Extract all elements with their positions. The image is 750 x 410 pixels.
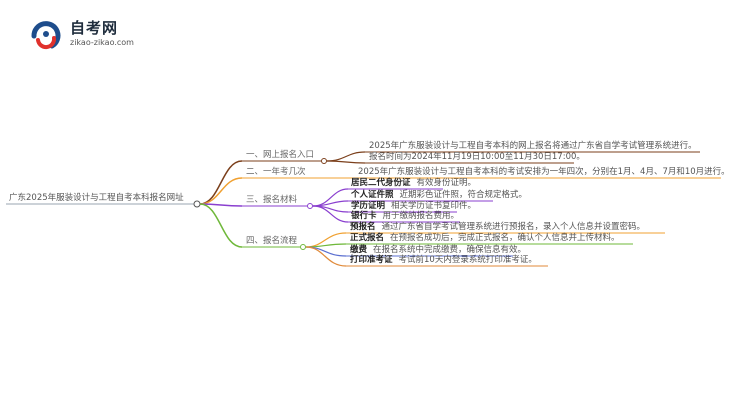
logo-name: 自考网 [70, 19, 119, 37]
branch-materials: 三、报名材料 [246, 195, 298, 205]
logo-mark-icon [31, 21, 61, 50]
leaf-material-photo: 个人证件照近期彩色证件照，符合规定格式。 [351, 190, 528, 200]
branch-online-entry: 一、网上报名入口 [246, 150, 315, 160]
leaf-material-bankcard: 银行卡用于缴纳报名费用。 [351, 211, 460, 221]
leaf-material-id: 居民二代身份证有效身份证明。 [351, 178, 477, 188]
root-node: 广东2025年服装设计与工程自考本科报名网址 [9, 193, 184, 203]
branch-exam-frequency: 二、一年考几次 [246, 167, 306, 177]
site-logo: 自考网 zikao-zikao.com [28, 14, 148, 54]
leaf-step-prereg: 预报名通过广东省自学考试管理系统进行预报名，录入个人信息并设置密码。 [350, 222, 646, 232]
logo-url: zikao-zikao.com [70, 38, 134, 47]
leaf-exam-schedule: 2025年广东服装设计与工程自考本科的考试安排为一年四次，分别在1月、4月、7月… [358, 167, 730, 177]
leaf-entry-time: 报名时间为2024年11月19日10:00至11月30日17:00。 [369, 152, 585, 162]
leaf-step-payment: 缴费在报名系统中完成缴费，确保信息有效。 [350, 245, 527, 255]
leaf-step-formal: 正式报名在预报名成功后，完成正式报名，确认个人信息并上传材料。 [350, 233, 620, 243]
leaf-material-diploma: 学历证明相关学历证书复印件。 [351, 201, 477, 211]
leaf-entry-system: 2025年广东服装设计与工程自考本科的网上报名将通过广东省自学考试管理系统进行。 [369, 141, 697, 151]
branch-process: 四、报名流程 [246, 236, 298, 246]
leaf-step-admission: 打印准考证考试前10天内登录系统打印准考证。 [350, 255, 537, 265]
